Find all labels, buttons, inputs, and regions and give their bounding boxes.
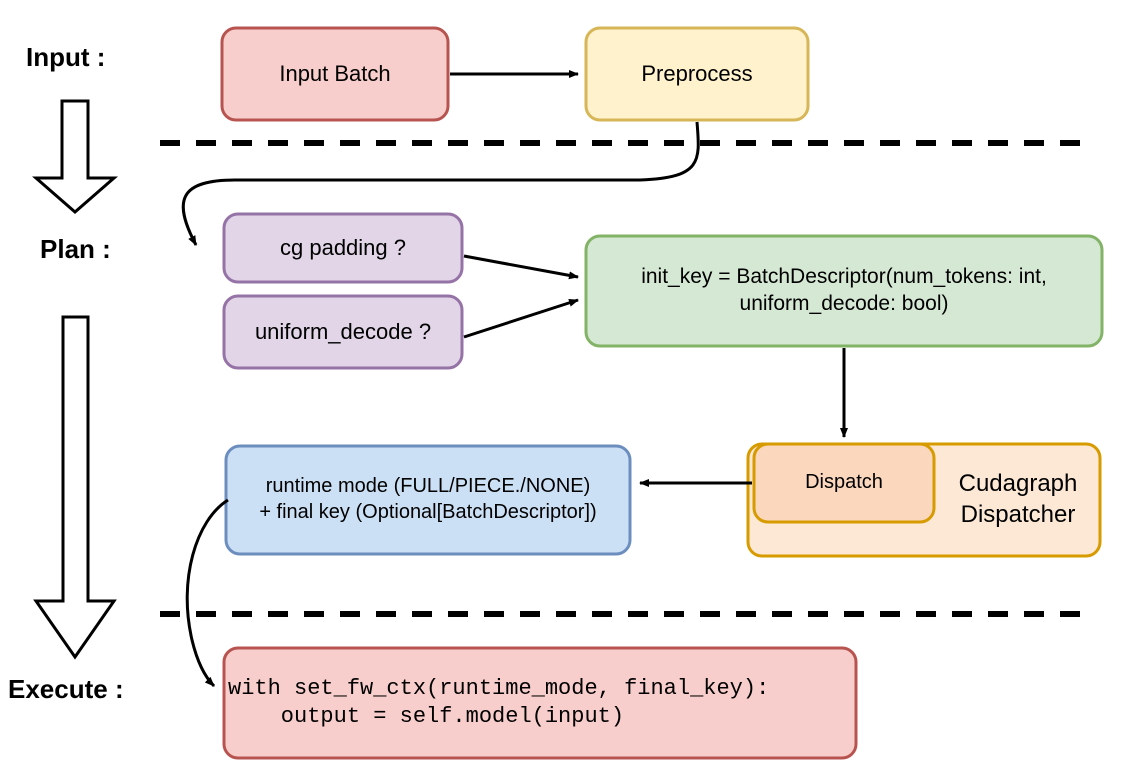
node-input-batch [220, 26, 450, 122]
node-runtime-mode [224, 444, 632, 556]
connector-preprocess-to-cg-padding [181, 121, 700, 246]
stage-label-execute: Execute : [8, 674, 124, 704]
node-cg-padding [222, 212, 464, 284]
stage-label-input: Input : [26, 42, 106, 72]
connector-uniform-decode-to-init-key [463, 298, 579, 339]
node-preprocess [584, 26, 810, 122]
connector-runtime-mode-to-execute-code [185, 498, 229, 688]
stage-label-plan: Plan : [40, 234, 111, 264]
node-dispatch [752, 442, 936, 524]
input-to-plan-arrow [31, 99, 119, 214]
node-uniform-decode [222, 294, 464, 370]
node-execute-code [222, 646, 858, 760]
connector-cg-padding-to-init-key [463, 254, 579, 280]
plan-to-execute-arrow [33, 315, 117, 660]
node-init-key [584, 234, 1104, 348]
